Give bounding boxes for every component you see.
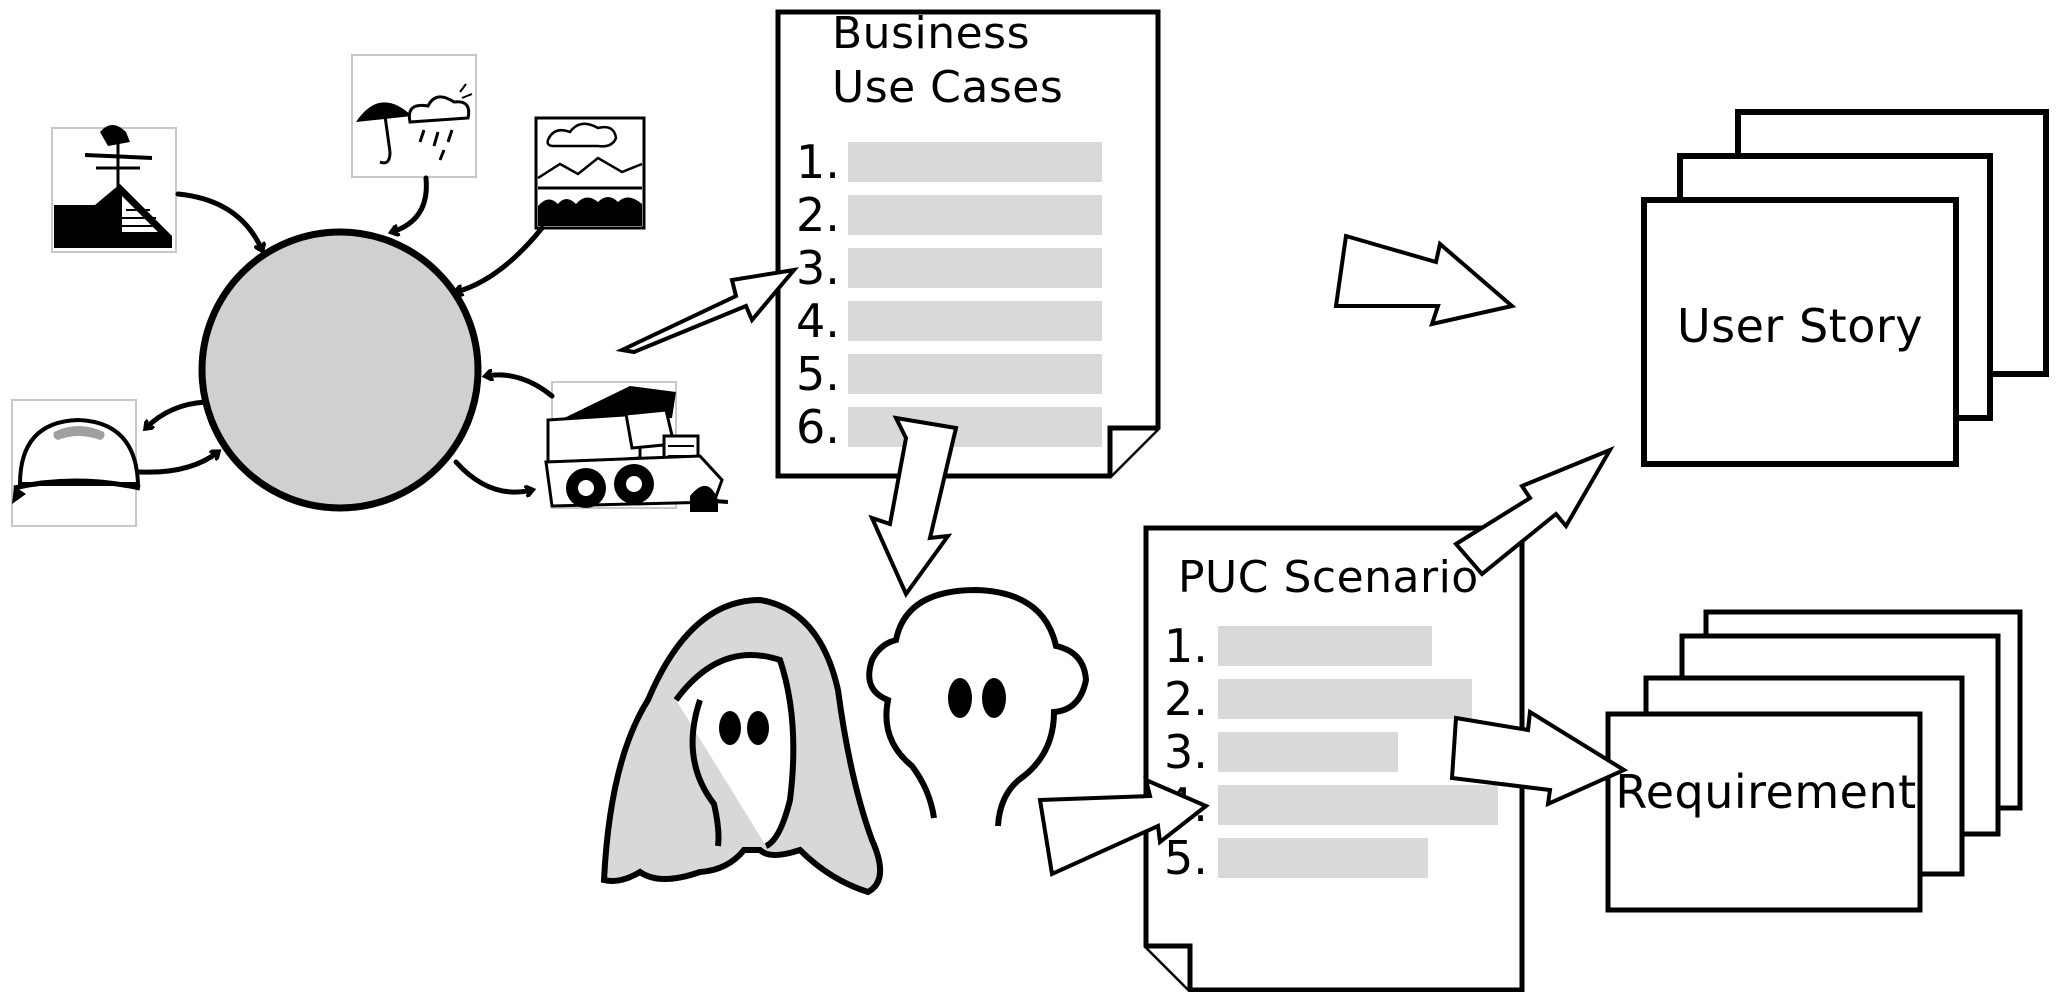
- puc-scenario-item-bar: [1218, 838, 1428, 878]
- arrow-umbrella-to-circle: [392, 175, 429, 232]
- arrow-circle-to-hardhat: [146, 399, 209, 428]
- user-story-stack: User Story: [1641, 109, 2049, 467]
- arrow-puc-scenario-to-user-story: [1452, 445, 1615, 577]
- requirement-label: Requirement: [1615, 765, 1916, 819]
- puc-scenario-item-number: 1.: [1164, 619, 1208, 673]
- business-use-case-item-bar: [848, 354, 1102, 394]
- business-use-case-item-bar: [848, 301, 1102, 341]
- puc-scenario-list: 1.2.3.4.5.: [1164, 619, 1498, 885]
- woman-figure-icon: [600, 596, 883, 896]
- business-use-case-item-bar: [848, 248, 1102, 288]
- business-use-case-item-bar: [848, 407, 1102, 447]
- business-use-case-item-bar: [848, 142, 1102, 182]
- block-arrows: [615, 233, 1629, 877]
- user-story-label: User Story: [1677, 299, 1923, 353]
- puc-scenario-title: PUC Scenario: [1178, 552, 1479, 603]
- puc-scenario-item-number: 3.: [1164, 725, 1208, 779]
- business-use-cases-document: Business Use Cases 1.2.3.4.5.6.: [775, 8, 1161, 479]
- arrow-people-to-puc-scenario: [1037, 776, 1210, 877]
- hard-hat-icon: [11, 399, 141, 527]
- arrow-business-use-cases-to-user-story: [1333, 233, 1517, 327]
- arrow-puc-scenario-to-requirement: [1449, 708, 1629, 808]
- man-figure-icon: [866, 586, 1090, 827]
- business-circle: [198, 228, 482, 512]
- dump-truck-icon: [544, 381, 729, 512]
- business-use-case-item-number: 3.: [796, 241, 840, 295]
- requirement-stack: Requirement: [1605, 609, 2023, 913]
- circle-connector-arrows: [137, 175, 555, 492]
- puc-scenario-item-number: 2.: [1164, 672, 1208, 726]
- arrow-truck-to-circle: [486, 375, 555, 399]
- puc-scenario-item-bar: [1218, 626, 1432, 666]
- business-use-case-item-number: 2.: [796, 188, 840, 242]
- puc-scenario-item-bar: [1218, 785, 1498, 825]
- business-use-case-item-bar: [848, 195, 1102, 235]
- puc-scenario-item-bar: [1218, 679, 1472, 719]
- puc-scenario-document: PUC Scenario 1.2.3.4.5.: [1143, 525, 1525, 992]
- business-use-case-item-number: 4.: [796, 294, 840, 348]
- arrow-weathervane-to-circle: [175, 191, 262, 250]
- arrow-circle-to-business-use-cases: [615, 267, 799, 355]
- business-use-case-item-number: 1.: [796, 135, 840, 189]
- weather-vane-icon: [51, 125, 177, 253]
- puc-scenario-item-number: 5.: [1164, 831, 1208, 885]
- arrow-landscape-to-circle: [456, 225, 545, 292]
- business-use-cases-title-line1: Business: [832, 8, 1030, 59]
- landscape-icon: [534, 116, 646, 230]
- business-use-cases-title-line2: Use Cases: [832, 62, 1063, 113]
- business-use-case-item-number: 6.: [796, 400, 840, 454]
- arrow-circle-to-truck: [453, 459, 532, 492]
- business-use-cases-list: 1.2.3.4.5.6.: [796, 135, 1102, 454]
- business-use-case-item-number: 5.: [796, 347, 840, 401]
- umbrella-cloud-icon: [351, 54, 477, 178]
- arrow-business-use-cases-to-people: [868, 415, 959, 598]
- puc-scenario-item-bar: [1218, 732, 1398, 772]
- arrow-hardhat-to-circle: [137, 452, 218, 475]
